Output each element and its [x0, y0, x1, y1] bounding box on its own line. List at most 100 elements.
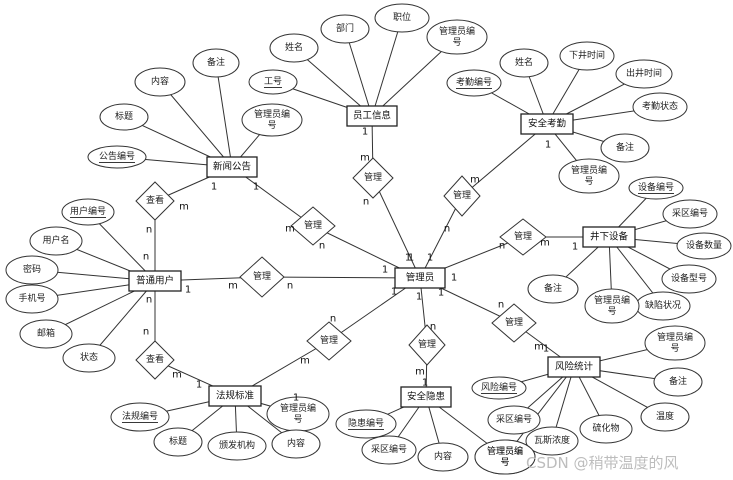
attribute-label: 号: [607, 306, 616, 317]
cardinality-label: 1: [416, 292, 422, 303]
attribute-ellipse: [241, 103, 303, 137]
attribute-label: 管理员编: [254, 108, 290, 120]
relationship-label: 管理: [253, 270, 271, 282]
attribute-label: 采区编号: [672, 207, 708, 219]
attribute-ellipse: [527, 274, 579, 304]
attribute-ellipse: [632, 92, 688, 122]
entity-box: [128, 270, 182, 292]
attribute-label: 密码: [23, 263, 41, 275]
relationship-label: 管理: [304, 219, 322, 231]
cardinality-label: m: [534, 342, 544, 353]
cardinality-label: 1: [422, 378, 428, 389]
relationship-diamond: [443, 175, 481, 217]
attribute-label: 号: [452, 37, 461, 48]
cardinality-label: 1: [185, 285, 191, 296]
attribute-ellipse: [525, 426, 579, 456]
cardinality-label: 1: [382, 265, 388, 276]
cardinality-label: 1: [211, 182, 217, 193]
relationship-diamond: [239, 256, 285, 298]
attribute-label: 隐患编号: [348, 417, 384, 429]
cardinality-label: 1: [572, 242, 578, 253]
relationship-label: 管理: [320, 334, 338, 346]
attribute-ellipse: [87, 145, 147, 169]
attribute-label: 缺陷状况: [645, 299, 681, 311]
attribute-ellipse: [471, 376, 527, 400]
attribute-label: 号: [584, 176, 593, 187]
attribute-label: 备注: [616, 141, 634, 153]
attribute-label: 号: [267, 120, 276, 131]
relationship-label: 管理: [418, 338, 436, 350]
attribute-label: 管理员编: [594, 294, 630, 306]
cardinality-label: n: [498, 300, 504, 311]
attribute-label: 管理员编: [280, 402, 316, 414]
attribute-ellipse: [558, 158, 620, 194]
entity-box: [400, 386, 452, 408]
attribute-label: 姓名: [285, 41, 303, 53]
cardinality-label: m: [179, 202, 189, 213]
attribute-ellipse: [62, 343, 116, 373]
cardinality-label: n: [143, 252, 149, 263]
cardinality-label: 1: [405, 253, 411, 264]
cardinality-label: n: [330, 314, 336, 325]
cardinality-label: 1: [438, 288, 444, 299]
attribute-label: 法规编号: [122, 410, 158, 422]
attribute-label: 内容: [151, 75, 169, 87]
attribute-label: 管理员编: [439, 25, 475, 37]
cardinality-label: m: [415, 367, 425, 378]
cardinality-label: 1: [391, 287, 397, 298]
attribute-label: 标题: [169, 435, 187, 447]
entity-label: 管理员: [406, 272, 435, 284]
relationship-label: 管理: [514, 230, 532, 242]
attribute-label: 设备型号: [671, 272, 707, 284]
attribute-ellipse: [5, 284, 59, 314]
relationship-label: 查看: [146, 194, 164, 206]
cardinality-label: 1: [362, 127, 368, 138]
attribute-label: 下井时间: [569, 49, 605, 61]
attribute-ellipse: [474, 439, 536, 475]
attribute-label: 颁发机构: [219, 439, 255, 451]
attribute-ellipse: [584, 288, 640, 324]
attribute-label: 管理员编: [487, 445, 523, 457]
entity-label: 井下设备: [590, 231, 629, 243]
attribute-ellipse: [335, 409, 397, 439]
attribute-label: 采区编号: [371, 443, 407, 455]
attribute-label: 号: [500, 457, 509, 468]
attribute-label: 设备编号: [638, 181, 674, 193]
attribute-label: 公告编号: [99, 150, 135, 162]
attribute-label: 风险编号: [481, 381, 517, 393]
cardinality-label: 1: [293, 393, 299, 404]
attribute-ellipse: [446, 69, 502, 97]
attribute-ellipse: [426, 19, 488, 55]
attribute-ellipse: [644, 325, 706, 361]
watermark: CSDN @稍带温度的风: [526, 454, 679, 472]
entity-label: 新闻公告: [213, 161, 251, 173]
attribute-label: 管理员编: [571, 164, 607, 176]
cardinality-label: n: [363, 197, 369, 208]
entity-label: 员工信息: [353, 110, 391, 122]
attribute-label: 用户编号: [70, 205, 106, 217]
relationship-label: 查看: [146, 353, 164, 365]
attribute-label: 内容: [434, 450, 452, 462]
attribute-label: 号: [670, 343, 679, 354]
relationship-diamond: [306, 321, 352, 361]
attribute-label: 温度: [656, 410, 674, 422]
attribute-label: 邮箱: [37, 327, 55, 339]
attribute-ellipse: [134, 67, 186, 97]
attribute-ellipse: [487, 405, 541, 435]
attribute-ellipse: [61, 198, 115, 226]
entity-box: [520, 113, 574, 135]
cardinality-label: n: [146, 295, 152, 306]
attribute-ellipse: [499, 48, 549, 78]
attribute-ellipse: [661, 264, 717, 294]
cardinality-label: 1: [196, 380, 202, 391]
attribute-ellipse: [153, 427, 203, 457]
attribute-label: 备注: [669, 375, 687, 387]
relationship-diamond: [491, 303, 537, 343]
attribute-label: 硫化物: [592, 422, 619, 434]
attribute-ellipse: [676, 232, 732, 260]
attribute-ellipse: [248, 69, 298, 95]
attribute-label: 瓦斯浓度: [534, 434, 570, 446]
attribute-ellipse: [628, 176, 684, 200]
entity-box: [206, 156, 258, 178]
